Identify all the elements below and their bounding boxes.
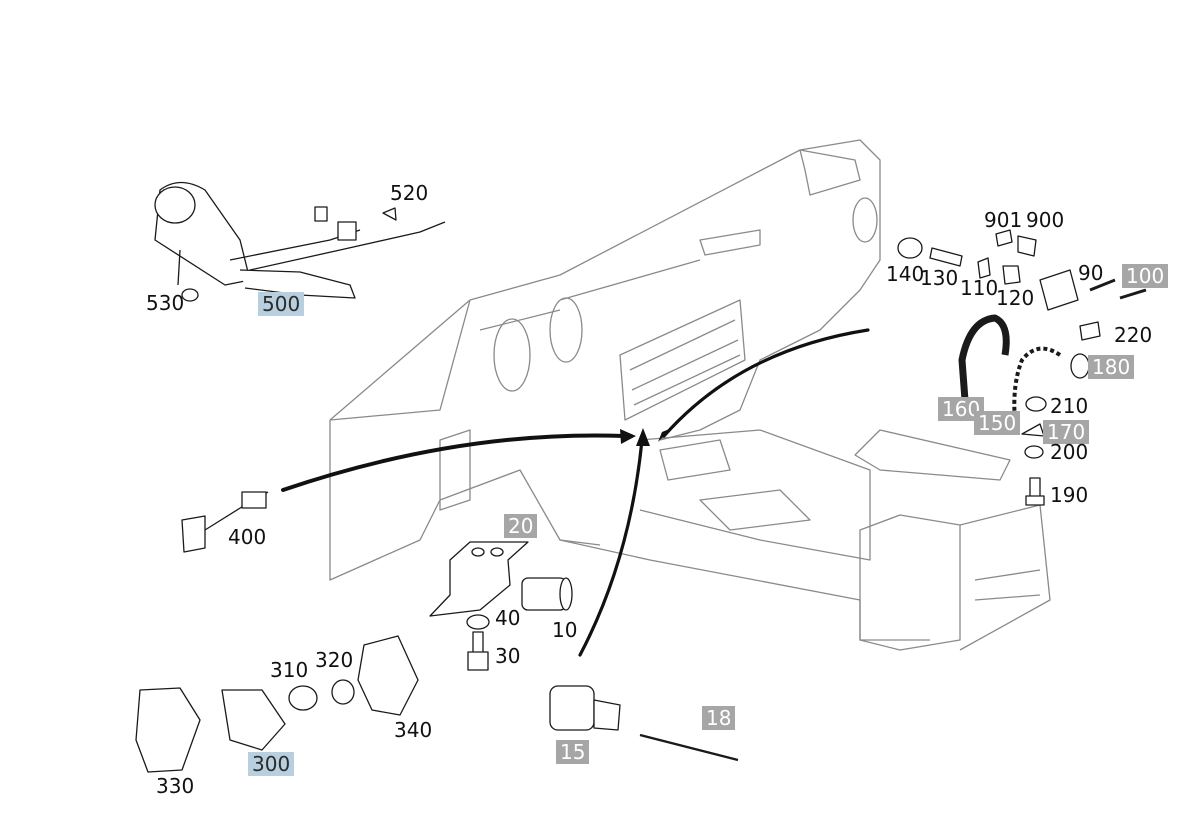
part-label-10: 10 <box>552 618 578 642</box>
hose-150 <box>1012 346 1062 421</box>
part-label-110: 110 <box>960 276 999 300</box>
cover-330 <box>135 687 201 773</box>
part-label-30: 30 <box>495 644 521 668</box>
clip-110 <box>977 257 991 279</box>
nut-120 <box>1002 265 1021 285</box>
part-901 <box>995 229 1013 247</box>
part-label-901: 901 <box>984 208 1023 232</box>
bolt-30 <box>467 631 489 671</box>
part-label-500[interactable]: 500 <box>258 292 305 316</box>
ignition-switch-15 <box>549 685 621 731</box>
bushing-310 <box>288 685 318 711</box>
part-label-520: 520 <box>390 181 429 205</box>
part-label-200: 200 <box>1050 440 1089 464</box>
nut-210 <box>1025 396 1047 412</box>
part-label-340: 340 <box>394 718 433 742</box>
part-label-180[interactable]: 180 <box>1088 355 1135 379</box>
part-label-18[interactable]: 18 <box>702 706 736 730</box>
relay-10 <box>521 577 573 611</box>
cover-340 <box>357 635 419 716</box>
washer-200 <box>1024 445 1044 459</box>
part-label-220: 220 <box>1114 323 1153 347</box>
grommet-140 <box>897 237 923 259</box>
part-label-900: 900 <box>1026 208 1065 232</box>
bracket-20 <box>429 541 529 617</box>
hose-100 <box>1089 278 1147 300</box>
part-label-170[interactable]: 170 <box>1043 420 1090 444</box>
arrow-left <box>281 433 627 492</box>
cap-170 <box>1021 423 1045 437</box>
part-label-130: 130 <box>920 266 959 290</box>
ring-320 <box>331 679 355 705</box>
part-label-190: 190 <box>1050 483 1089 507</box>
part-label-140: 140 <box>886 262 925 286</box>
cable-18 <box>639 733 739 762</box>
clamp-180 <box>1070 353 1090 379</box>
part-label-320: 320 <box>315 648 354 672</box>
combination-switch-500 <box>154 181 446 302</box>
bracket-hole <box>490 547 504 557</box>
part-label-210: 210 <box>1050 394 1089 418</box>
part-label-530: 530 <box>146 291 185 315</box>
ring-300 <box>221 689 286 751</box>
arrowhead-left <box>620 429 636 444</box>
dashboard-outline <box>329 139 881 581</box>
center-console-outline <box>559 429 1051 651</box>
bolt-190 <box>1025 477 1045 506</box>
part-label-40: 40 <box>495 606 521 630</box>
washer-40 <box>466 614 490 630</box>
part-label-330: 330 <box>156 774 195 798</box>
part-label-120: 120 <box>996 286 1035 310</box>
part-label-15[interactable]: 15 <box>556 740 590 764</box>
part-label-160[interactable]: 160 <box>938 397 985 421</box>
bulb-520 <box>382 207 397 221</box>
part-label-310: 310 <box>270 658 309 682</box>
sensor-400 <box>181 491 269 553</box>
pump-90 <box>1039 269 1079 311</box>
part-label-400: 400 <box>228 525 267 549</box>
bolt-130 <box>929 247 963 267</box>
part-label-100[interactable]: 100 <box>1122 264 1169 288</box>
arrow-right <box>662 328 870 438</box>
hose-160 <box>958 314 1010 401</box>
part-label-90: 90 <box>1078 261 1104 285</box>
part-label-20[interactable]: 20 <box>504 514 538 538</box>
part-900 <box>1017 235 1037 257</box>
arrow-bottom <box>578 438 644 657</box>
part-label-150[interactable]: 150 <box>974 411 1021 435</box>
part-label-300[interactable]: 300 <box>248 752 295 776</box>
arrowhead-right <box>658 428 672 442</box>
screw-220 <box>1079 321 1101 341</box>
assembly-arrows <box>281 328 870 657</box>
bracket-hole <box>471 547 485 557</box>
arrowhead-bottom <box>636 428 650 446</box>
